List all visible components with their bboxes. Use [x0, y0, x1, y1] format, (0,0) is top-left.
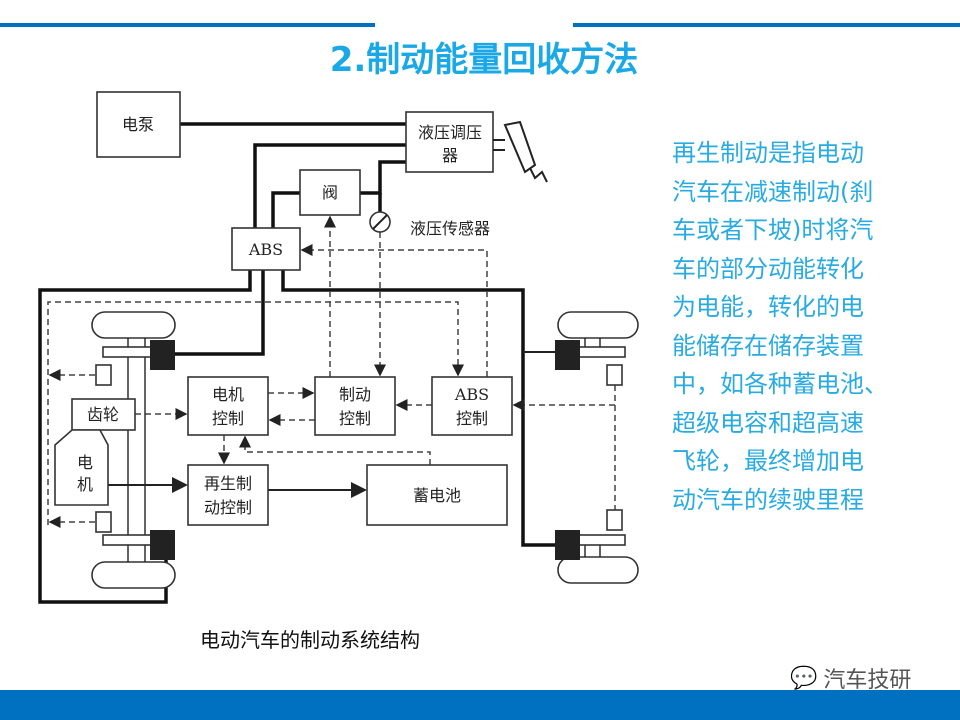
wheel-rear-right: [557, 556, 639, 584]
pump-box: [96, 91, 181, 158]
watermark: 💬 汽车技研: [790, 665, 912, 694]
svg-text:ABS: ABS: [454, 385, 489, 404]
svg-text:电: 电: [77, 453, 93, 472]
caliper-icon: [150, 530, 175, 560]
slide-title: 2.制动能量回收方法: [329, 40, 639, 80]
wechat-icon: 💬: [790, 665, 818, 691]
wheel-rear-left: [91, 561, 176, 589]
wheel-front-left: [91, 311, 176, 339]
diagram-caption: 电动汽车的制动系统结构: [200, 628, 420, 652]
svg-text:再生制: 再生制: [204, 474, 252, 493]
bottom-bar: [0, 690, 960, 720]
svg-text:制动: 制动: [339, 385, 371, 404]
svg-text:液压传感器: 液压传感器: [410, 219, 490, 238]
caliper-icon: [555, 340, 580, 370]
svg-text:控制: 控制: [339, 409, 371, 428]
regulator-box: [405, 111, 494, 173]
svg-text:齿轮: 齿轮: [87, 405, 119, 424]
motor-box: [54, 429, 109, 506]
caliper-icon: [555, 530, 580, 560]
description-text: 再生制动是指电动 汽车在减速制动(刹 车或者下坡)时将汽 车的部分动能转化 为电…: [672, 139, 888, 514]
svg-text:电机: 电机: [212, 385, 244, 404]
svg-text:ABS: ABS: [248, 240, 283, 259]
battery-box: [366, 464, 508, 526]
brake-pedal-icon: [493, 120, 548, 183]
svg-text:电泵: 电泵: [122, 115, 154, 134]
svg-text:控制: 控制: [456, 409, 488, 428]
motor-control-box: [187, 376, 269, 436]
gear-box: [71, 398, 136, 431]
abs-control-box: [431, 376, 513, 436]
caliper-icon: [150, 340, 175, 370]
svg-text:液压调压: 液压调压: [418, 123, 482, 142]
top-line-left: [0, 23, 375, 27]
svg-text:阀: 阀: [322, 183, 338, 202]
top-line-right: [573, 23, 960, 27]
regen-control-box: [187, 464, 269, 526]
svg-text:机: 机: [77, 475, 93, 494]
valve-box: [299, 169, 361, 216]
brake-control-box: [314, 376, 396, 436]
svg-text:蓄电池: 蓄电池: [413, 486, 461, 505]
svg-text:器: 器: [442, 146, 458, 165]
svg-text:动控制: 动控制: [204, 498, 252, 517]
svg-text:控制: 控制: [212, 409, 244, 428]
abs-box: [231, 227, 301, 271]
wheel-front-right: [557, 311, 639, 339]
